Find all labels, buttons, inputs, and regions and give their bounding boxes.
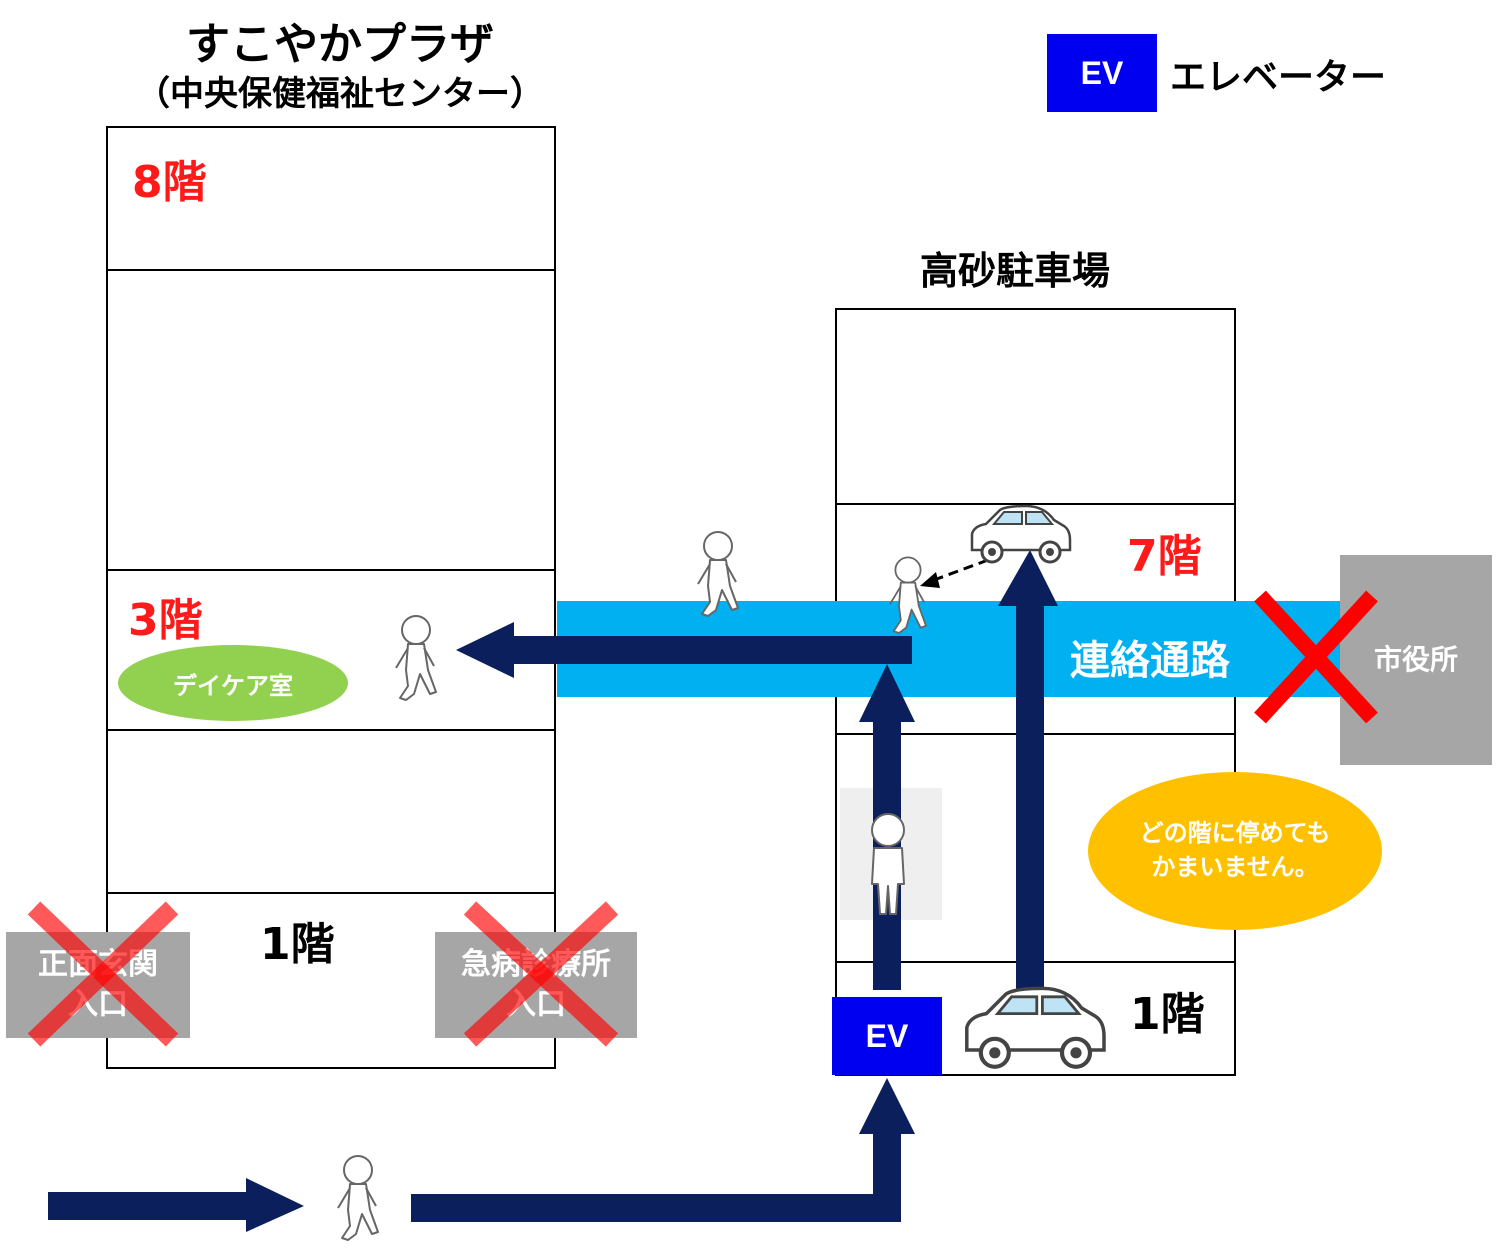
car-icon [967, 988, 1104, 1066]
cross-mark-icon [463, 901, 619, 1047]
legend-ev-text: エレベーター [1170, 57, 1387, 98]
plaza-floor-3-label: 3階 [128, 595, 203, 646]
cross-mark-icon [1254, 590, 1378, 724]
legend-ev-label: EV [1080, 54, 1124, 91]
car-icon [970, 504, 1072, 564]
arrow-icon [48, 1178, 304, 1232]
parking-floor-1-label: 1階 [1130, 989, 1205, 1040]
arrow-icon [456, 622, 912, 678]
parking-note: どの階に停めても かまいません。 [1088, 772, 1382, 930]
plaza-title: すこやかプラザ [186, 19, 494, 70]
parking-note-line1: どの階に停めても [1139, 819, 1331, 848]
parking-elevator-label: EV [865, 1017, 909, 1054]
parking-floor-7-label: 7階 [1127, 531, 1202, 582]
plaza-floor-divider [106, 569, 556, 571]
cross-mark-icon [27, 901, 179, 1047]
parking-note-line2: かまいません。 [1151, 853, 1319, 881]
arrow-icon [920, 558, 989, 588]
parking-elevator: EV [832, 997, 942, 1075]
parking-floor-divider [835, 503, 1236, 505]
arrow-icon [998, 550, 1058, 992]
arrow-icon [411, 1078, 915, 1222]
walking-person-icon [697, 531, 739, 617]
plaza-floor-divider [106, 892, 556, 894]
city-hall-label: 市役所 [1373, 643, 1458, 677]
plaza-floor-1-label: 1階 [260, 919, 335, 970]
plaza-floor-divider [106, 729, 556, 731]
legend-ev-box: EV [1047, 34, 1157, 112]
daycare-room: デイケア室 [118, 645, 348, 721]
daycare-room-label: デイケア室 [173, 671, 293, 700]
parking-title: 高砂駐車場 [919, 249, 1110, 293]
plaza-floor-8-label: 8階 [132, 157, 207, 208]
plaza-floor-divider [106, 269, 556, 271]
city-hall: 市役所 [1340, 555, 1492, 765]
walking-person-icon [889, 556, 927, 634]
walking-person-icon [395, 615, 437, 701]
walking-person-icon [337, 1155, 379, 1241]
plaza-subtitle: （中央保健福祉センター） [136, 74, 544, 114]
corridor-label: 連絡通路 [1070, 638, 1230, 684]
